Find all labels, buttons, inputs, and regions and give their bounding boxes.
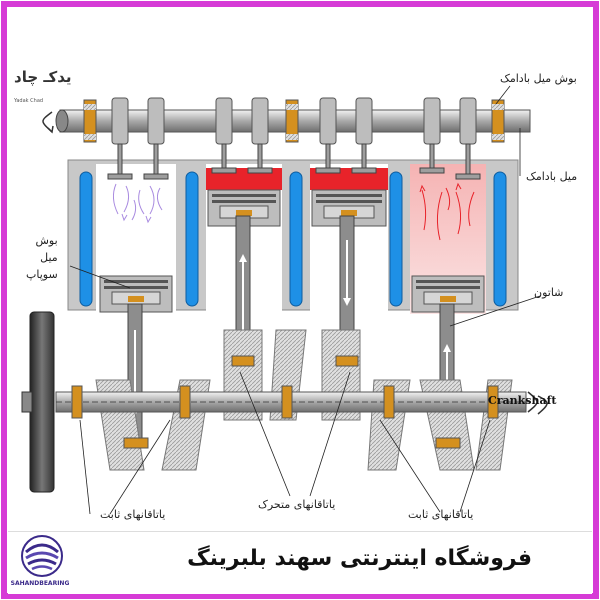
coolant-passages: [79, 171, 507, 307]
valve-bushing-line-1: بوش: [35, 234, 58, 247]
yadak-chad-logo: یدکـ چاد Yadak Chad: [14, 68, 84, 110]
piston-3: [311, 189, 387, 227]
camshaft-label: میل بادامک: [526, 170, 578, 183]
flywheel: [21, 311, 55, 493]
piston-4: [411, 275, 485, 313]
cam-lobes: [111, 97, 477, 145]
crankshaft: [55, 391, 548, 415]
camshaft-bushing-label: بوش میل بادامک: [500, 72, 577, 85]
exhaust-flow-arrows: [419, 182, 475, 241]
camshaft-bushings: [83, 99, 505, 143]
logo-main-text: یدکـ چاد: [14, 68, 72, 86]
valve-bushing-line-3: سوپاپ: [26, 268, 58, 281]
rod-bearings: [123, 355, 461, 449]
main-bearings: [71, 385, 499, 419]
crankshaft-label: Crankshaft: [488, 394, 557, 407]
sahand-logo-icon: [16, 534, 68, 592]
sahand-brand-text: SAHANDBEARING: [10, 580, 70, 587]
connecting-rod-label: شاتون: [534, 286, 564, 299]
footer-bar: SAHANDBEARING فروشگاه اینترنتی سهند بلبر…: [8, 531, 592, 594]
moving-bearings-label: یاتاقانهای متحرک: [258, 498, 336, 511]
leader-lines: [69, 85, 541, 515]
main-bearings-right-label: یاتاقانهای ثابت: [408, 508, 474, 521]
footer-title: فروشگاه اینترنتی سهند بلبرینگ: [187, 546, 532, 571]
logo-sub-text: Yadak Chad: [14, 98, 44, 104]
valve-bushing-line-2: میل: [40, 251, 58, 264]
pistons: [99, 189, 485, 313]
intake-flow-arrows: [112, 183, 163, 224]
valves: [107, 143, 481, 180]
valve-bushing-label: بوش میل سوپاپ: [26, 232, 58, 283]
main-bearings-left-label: یاتاقانهای ثابت: [100, 508, 166, 521]
